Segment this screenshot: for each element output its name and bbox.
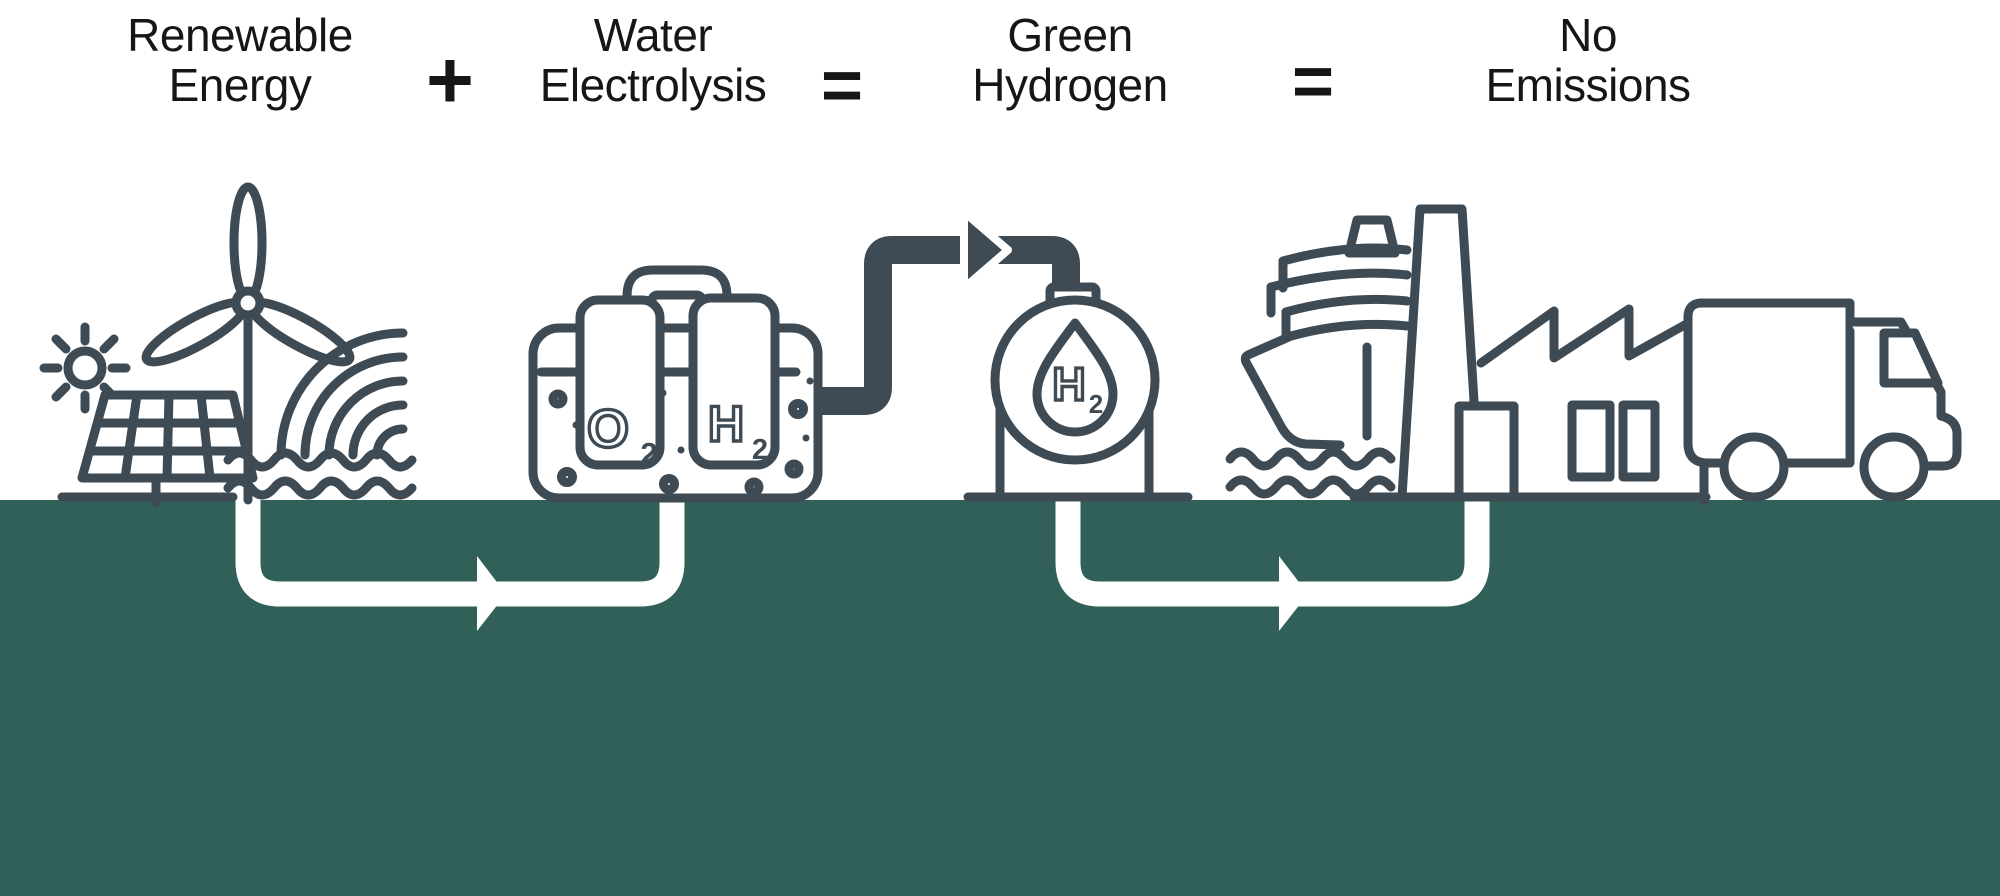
pipe-icon (808, 208, 1080, 415)
label-line: No (1559, 9, 1617, 61)
flow-arrow-left (235, 478, 685, 631)
oxygen-subscript: 2 (640, 436, 657, 471)
label-green-hydrogen: Green Hydrogen (920, 10, 1220, 110)
label-water-electrolysis: Water Electrolysis (503, 10, 803, 110)
flow-arrow-right (1055, 478, 1490, 631)
water-waves-icon (223, 448, 417, 500)
hydrogen-storage-tank-icon: H 2 (963, 282, 1193, 502)
flow-arrow-left-head (477, 556, 506, 631)
tank-hydrogen-subscript: 2 (1089, 389, 1103, 419)
hydrogen-subscript: 2 (752, 434, 768, 466)
tank-hydrogen-label: H (1052, 358, 1085, 410)
wind-turbine-icon (141, 182, 355, 505)
label-line: Electrolysis (539, 59, 767, 111)
hydrogen-label: H (708, 396, 744, 452)
pipe-flow-arrow-icon (960, 208, 1012, 292)
label-line: Hydrogen (972, 59, 1168, 111)
factory-icon (1349, 204, 1711, 502)
factory-window (1618, 400, 1660, 482)
plus-operator: + (426, 35, 474, 126)
label-line: Green (1007, 9, 1133, 61)
truck-window (1879, 328, 1943, 388)
bubbles (548, 377, 814, 497)
factory-door (1454, 401, 1519, 502)
factory-roof (1476, 304, 1695, 368)
truck-cab (1845, 317, 1962, 471)
renewable-energy-icons (39, 182, 417, 508)
label-line: Emissions (1485, 59, 1691, 111)
oxygen-chamber (575, 295, 665, 470)
sea-waves-icon (1225, 447, 1396, 499)
flow-arrow-right-head (1279, 556, 1308, 631)
equals-operator-2: = (1291, 42, 1335, 122)
electrolyzer-tank-icon: O 2 H 2 (528, 265, 823, 503)
label-line: Energy (168, 59, 312, 111)
equals-operator-1: = (820, 46, 864, 126)
truck-wheel (1859, 432, 1929, 502)
label-renewable-energy: Renewable Energy (90, 10, 390, 110)
hydrogen-chamber (688, 293, 780, 470)
solar-panel-icon (77, 390, 258, 508)
hydro-waterfall-icon (223, 328, 417, 500)
truck-icon (1683, 298, 1962, 506)
label-line: Renewable (127, 9, 353, 61)
label-line: Water (593, 9, 713, 61)
label-no-emissions: No Emissions (1438, 10, 1738, 110)
oxygen-label: O (587, 399, 629, 459)
ship-icon (1225, 215, 1412, 499)
factory-window (1567, 400, 1615, 482)
ground-band (0, 500, 2000, 896)
truck-wheel (1719, 432, 1789, 502)
hydrogen-drop-icon (1032, 318, 1118, 437)
